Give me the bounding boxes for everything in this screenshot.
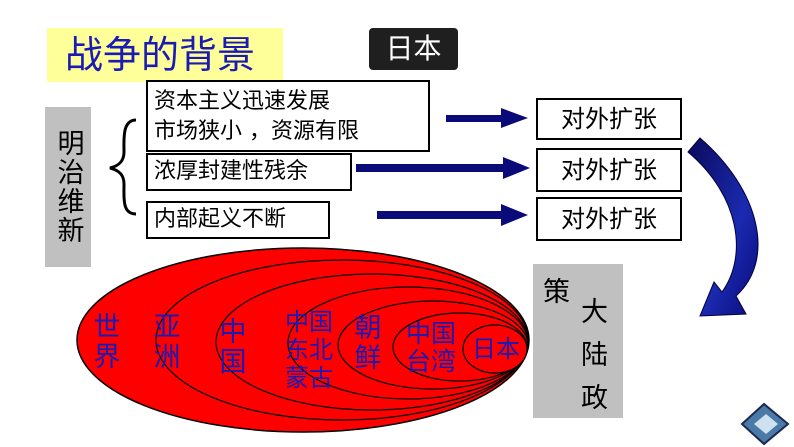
policy-box: 策 大 陆 政 bbox=[533, 264, 623, 418]
policy-char: 政 bbox=[581, 383, 608, 414]
brace-icon bbox=[109, 118, 137, 216]
country-label: 日本 bbox=[369, 28, 458, 70]
cause-box: 资本主义迅速发展 市场狭小 ，资源有限 bbox=[146, 80, 430, 152]
policy-char: 策 bbox=[543, 277, 570, 308]
nav-back-icon[interactable] bbox=[740, 402, 790, 446]
right-arrow-icon bbox=[377, 204, 528, 226]
right-arrow-icon bbox=[446, 108, 528, 128]
ellipse-label-asia: 亚洲 bbox=[153, 312, 181, 373]
policy-char: 陆 bbox=[581, 340, 608, 371]
policy-char: 大 bbox=[581, 297, 608, 328]
cause-box: 内部起义不断 bbox=[146, 201, 330, 239]
right-arrow-icon bbox=[356, 157, 530, 179]
cause-text: 资本主义迅速发展 bbox=[154, 89, 331, 114]
ellipse-label-china: 中国 bbox=[219, 317, 247, 378]
curved-arrow-icon bbox=[687, 137, 759, 317]
ellipse-label-northeast: 中国东北蒙古 bbox=[285, 308, 333, 392]
result-box: 对外扩张 bbox=[536, 197, 682, 241]
meiji-label: 明治维新 bbox=[45, 107, 91, 267]
ellipse-group bbox=[76, 247, 530, 433]
ellipse-label-world: 世界 bbox=[93, 312, 121, 373]
cause-box: 浓厚封建性残余 bbox=[146, 153, 352, 191]
ellipse-japan bbox=[462, 324, 528, 374]
ellipse-label-japan: 日本 bbox=[472, 335, 520, 363]
cause-text: 浓厚封建性残余 bbox=[154, 159, 309, 184]
result-box: 对外扩张 bbox=[536, 98, 682, 140]
slide-title: 战争的背景 bbox=[47, 28, 283, 82]
cause-text: 内部起义不断 bbox=[154, 207, 287, 232]
cause-text: 市场狭小 ，资源有限 bbox=[154, 119, 359, 144]
ellipse-label-korea: 朝鲜 bbox=[354, 313, 382, 374]
result-box: 对外扩张 bbox=[536, 148, 682, 192]
ellipse-label-taiwan: 中国台湾 bbox=[405, 319, 456, 376]
